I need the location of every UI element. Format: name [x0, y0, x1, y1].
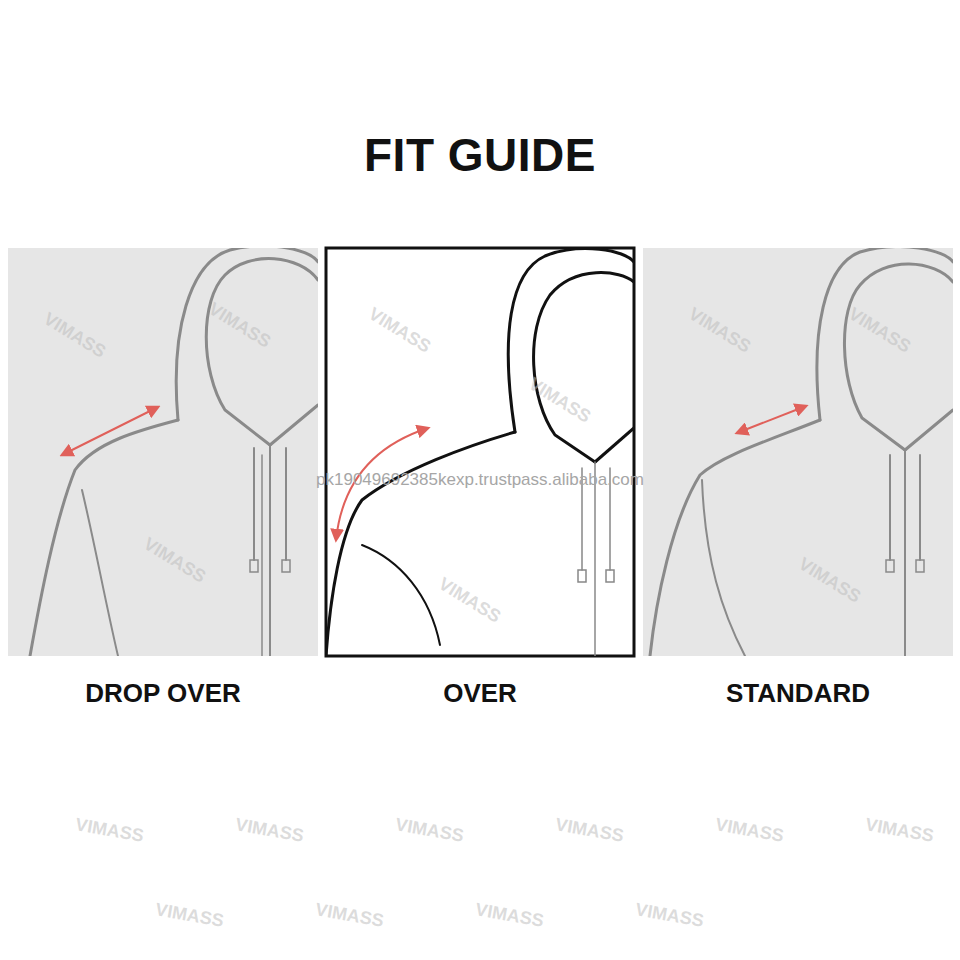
- fit-label: STANDARD: [643, 678, 953, 709]
- watermark: VIMASS: [474, 899, 546, 932]
- hoodie-sketch: [30, 248, 318, 656]
- panel-ground: [643, 248, 953, 656]
- watermark: VIMASS: [394, 814, 466, 847]
- panel-ground: [8, 248, 318, 656]
- watermark: VIMASS: [154, 899, 226, 932]
- width-arrow: [737, 406, 806, 433]
- page-title: FIT GUIDE: [0, 128, 960, 182]
- watermark: VIMASS: [634, 899, 706, 932]
- hoodie-sketch: [650, 248, 953, 656]
- panel-frame: [326, 248, 634, 656]
- fit-label: DROP OVER: [8, 678, 318, 709]
- source-url: pk19049692385kexp.trustpass.alibaba.com: [316, 470, 644, 490]
- watermark: VIMASS: [314, 899, 386, 932]
- watermark: VIMASS: [864, 814, 936, 847]
- width-arrow: [62, 407, 158, 455]
- hoodie-sketch: [326, 249, 634, 656]
- watermark: VIMASS: [234, 814, 306, 847]
- watermark: VIMASS: [74, 814, 146, 847]
- watermark: VIMASS: [554, 814, 626, 847]
- fit-label: OVER: [326, 678, 634, 709]
- watermark: VIMASS: [714, 814, 786, 847]
